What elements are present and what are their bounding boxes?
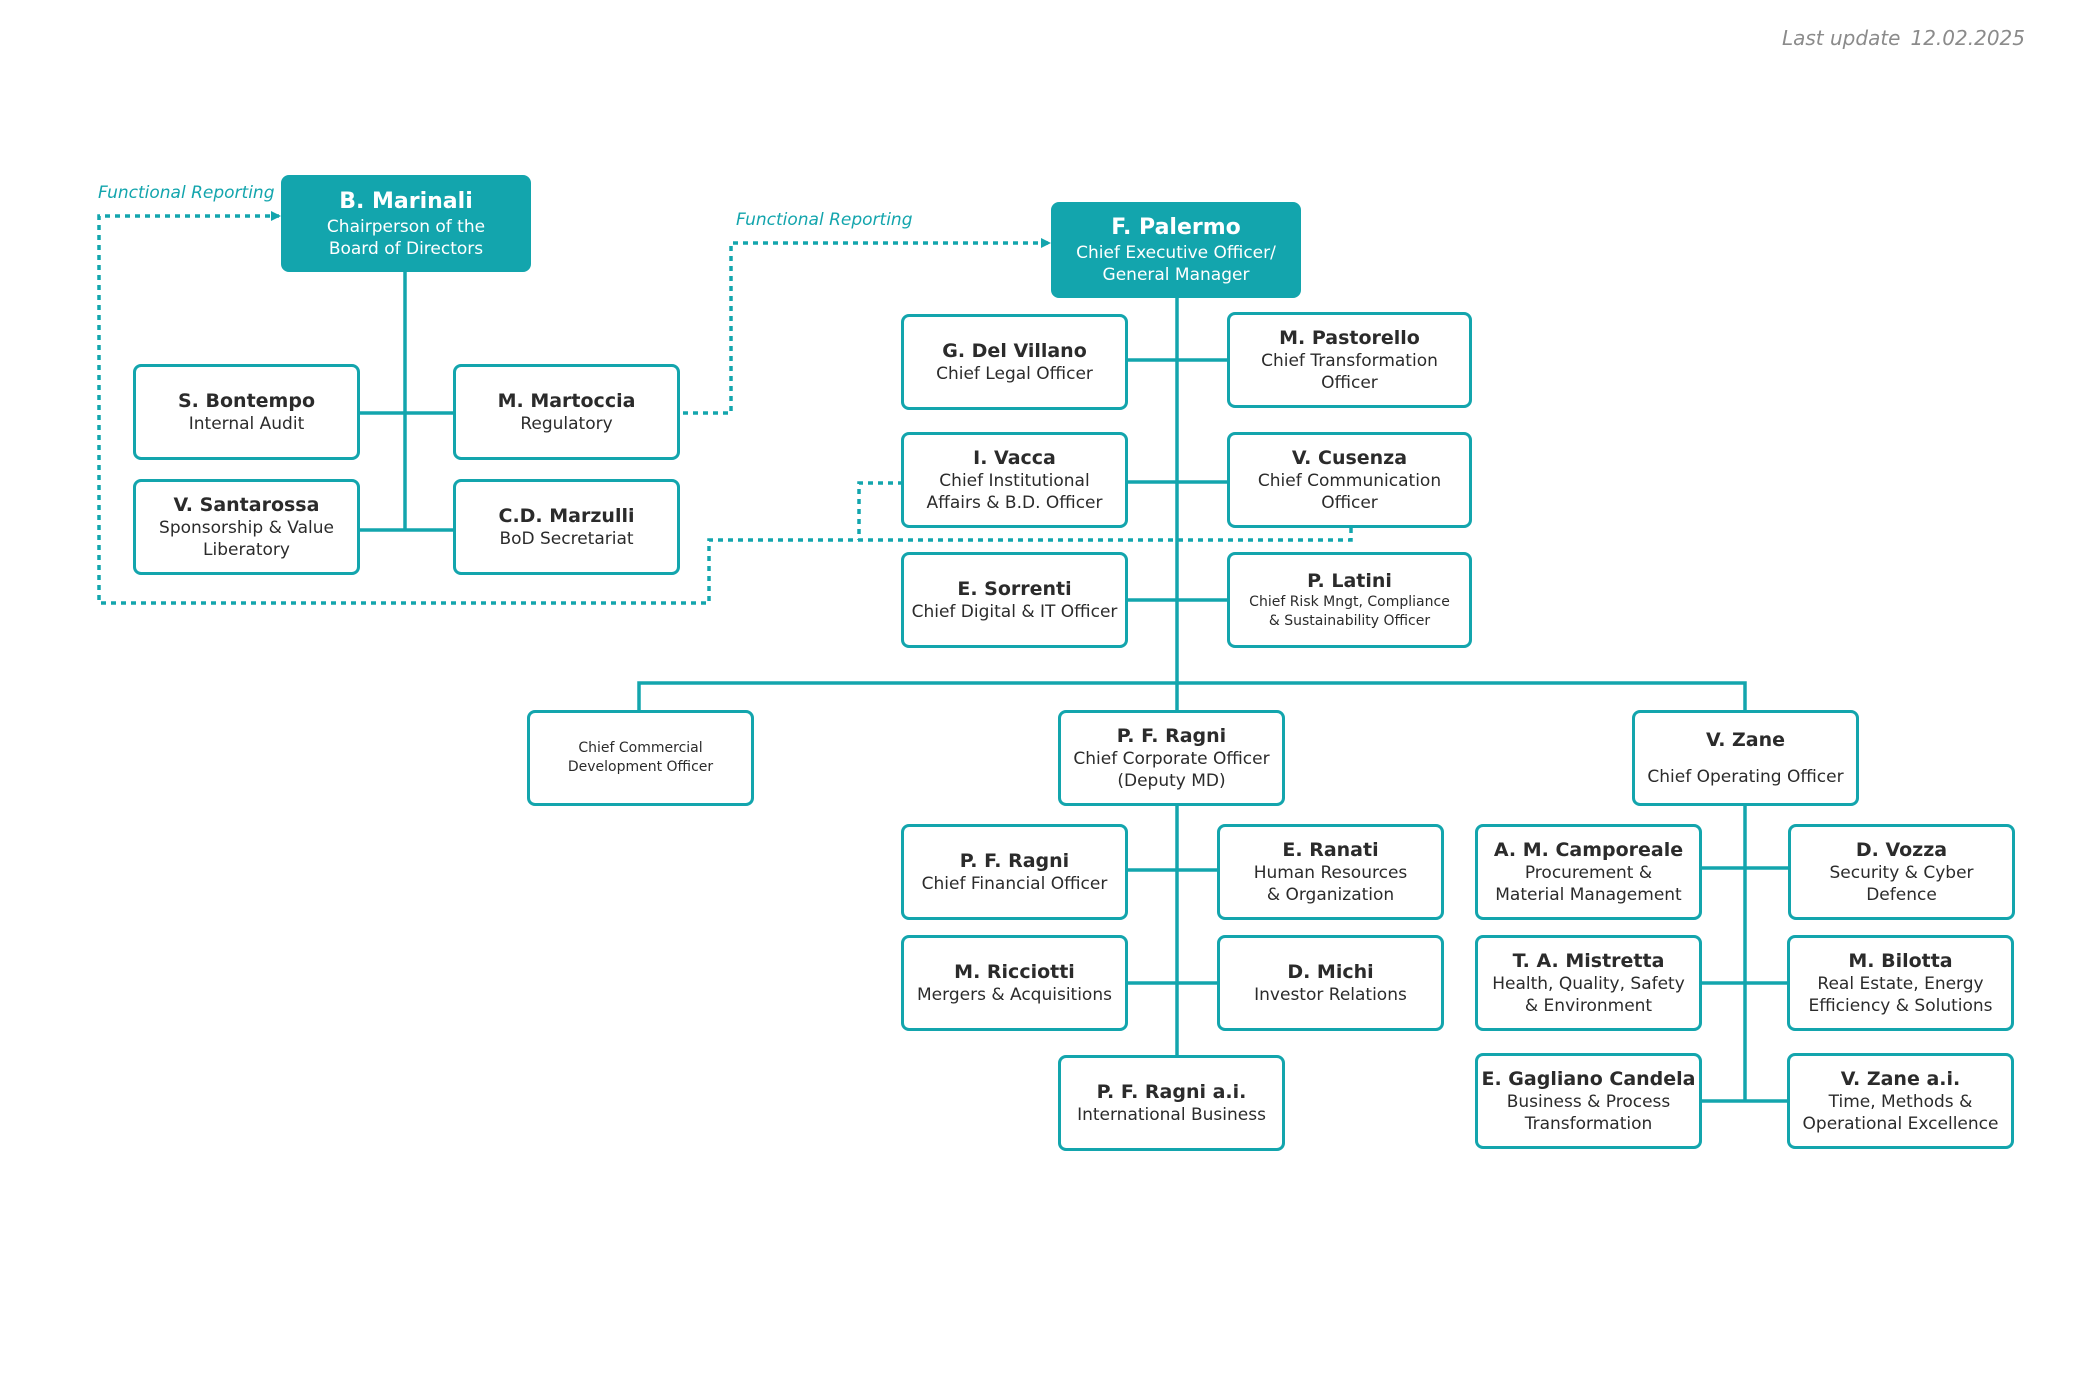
node-role: Chief Communication Officer bbox=[1257, 471, 1442, 513]
node-name: M. Bilotta bbox=[1848, 950, 1953, 972]
node-role: International Business bbox=[1077, 1105, 1266, 1125]
functional-reporting-line-vacca bbox=[857, 481, 903, 540]
node-name: P. F. Ragni bbox=[959, 850, 1070, 872]
org-node-palermo[interactable]: F. Palermo Chief Executive Officer/ Gene… bbox=[1051, 202, 1301, 298]
node-name: V. Zane bbox=[1705, 729, 1786, 751]
node-name: V. Cusenza bbox=[1291, 447, 1408, 469]
org-node-zane-ai[interactable]: V. Zane a.i. Time, Methods & Operational… bbox=[1787, 1053, 2014, 1149]
node-role: Chief Risk Mngt, Compliance & Sustainabi… bbox=[1249, 594, 1450, 629]
node-role: Health, Quality, Safety & Environment bbox=[1492, 974, 1685, 1016]
functional-reporting-label: Functional Reporting bbox=[98, 183, 275, 203]
org-node-delvillano[interactable]: G. Del Villano Chief Legal Officer bbox=[901, 314, 1128, 410]
level2-bus-line bbox=[637, 681, 1747, 712]
node-role: Chief Executive Officer/ General Manager bbox=[1076, 243, 1276, 285]
node-role: Chief Institutional Affairs & B.D. Offic… bbox=[926, 471, 1103, 513]
node-name: A. M. Camporeale bbox=[1493, 839, 1684, 861]
org-node-cusenza[interactable]: V. Cusenza Chief Communication Officer bbox=[1227, 432, 1472, 528]
node-role: Chief Digital & IT Officer bbox=[911, 602, 1118, 622]
org-node-gagliano[interactable]: E. Gagliano Candela Business & Process T… bbox=[1475, 1053, 1702, 1149]
org-node-zane[interactable]: V. Zane Chief Operating Officer bbox=[1632, 710, 1859, 806]
org-node-latini[interactable]: P. Latini Chief Risk Mngt, Compliance & … bbox=[1227, 552, 1472, 648]
node-role: Mergers & Acquisitions bbox=[917, 985, 1112, 1005]
node-name: M. Pastorello bbox=[1279, 327, 1420, 349]
node-name: M. Martoccia bbox=[497, 390, 636, 412]
org-node-vacca[interactable]: I. Vacca Chief Institutional Affairs & B… bbox=[901, 432, 1128, 528]
node-name: E. Ranati bbox=[1282, 839, 1379, 861]
node-name: P. F. Ragni bbox=[1116, 725, 1227, 747]
node-name: T. A. Mistretta bbox=[1512, 950, 1665, 972]
org-node-marzulli[interactable]: C.D. Marzulli BoD Secretariat bbox=[453, 479, 680, 575]
node-role: Investor Relations bbox=[1254, 985, 1407, 1005]
org-node-martoccia[interactable]: M. Martoccia Regulatory bbox=[453, 364, 680, 460]
org-node-cco[interactable]: Chief Commercial Development Officer bbox=[527, 710, 754, 806]
last-update-label: Last update bbox=[1781, 26, 1901, 50]
functional-reporting-label: Functional Reporting bbox=[736, 210, 913, 230]
node-role: Chairperson of the Board of Directors bbox=[326, 216, 486, 259]
org-node-bilotta[interactable]: M. Bilotta Real Estate, Energy Efficienc… bbox=[1787, 935, 2014, 1031]
org-node-santarossa[interactable]: V. Santarossa Sponsorship & Value Libera… bbox=[133, 479, 360, 575]
node-role: Sponsorship & Value Liberatory bbox=[159, 518, 334, 560]
node-role: Time, Methods & Operational Excellence bbox=[1802, 1092, 1999, 1134]
node-name: V. Zane a.i. bbox=[1840, 1068, 1961, 1090]
node-name: I. Vacca bbox=[973, 447, 1056, 469]
node-role: Procurement & Material Management bbox=[1495, 863, 1682, 905]
org-node-vozza[interactable]: D. Vozza Security & Cyber Defence bbox=[1788, 824, 2015, 920]
org-node-michi[interactable]: D. Michi Investor Relations bbox=[1217, 935, 1444, 1031]
node-name: E. Sorrenti bbox=[957, 578, 1072, 600]
functional-reporting-line-ceo bbox=[683, 238, 1051, 415]
node-role: Regulatory bbox=[520, 414, 613, 434]
last-update: Last update 12.02.2025 bbox=[1782, 26, 2025, 50]
node-role: Chief Transformation Officer bbox=[1261, 351, 1438, 393]
node-name: G. Del Villano bbox=[942, 340, 1087, 362]
org-node-mistretta[interactable]: T. A. Mistretta Health, Quality, Safety … bbox=[1475, 935, 1702, 1031]
org-node-ragni-cfo[interactable]: P. F. Ragni Chief Financial Officer bbox=[901, 824, 1128, 920]
org-node-bontempo[interactable]: S. Bontempo Internal Audit bbox=[133, 364, 360, 460]
node-role: Chief Corporate Officer (Deputy MD) bbox=[1073, 749, 1270, 791]
node-name: C.D. Marzulli bbox=[498, 505, 635, 527]
last-update-date: 12.02.2025 bbox=[1910, 26, 2025, 50]
node-name: E. Gagliano Candela bbox=[1481, 1068, 1696, 1090]
org-node-sorrenti[interactable]: E. Sorrenti Chief Digital & IT Officer bbox=[901, 552, 1128, 648]
node-role: Chief Commercial Development Officer bbox=[567, 740, 714, 775]
node-role: Internal Audit bbox=[188, 414, 305, 434]
org-node-marinali[interactable]: B. Marinali Chairperson of the Board of … bbox=[281, 175, 531, 272]
org-node-ranati[interactable]: E. Ranati Human Resources & Organization bbox=[1217, 824, 1444, 920]
node-role: Chief Operating Officer bbox=[1647, 767, 1844, 787]
node-role: Business & Process Transformation bbox=[1506, 1092, 1671, 1134]
node-name: P. Latini bbox=[1307, 570, 1392, 592]
org-node-camporeale[interactable]: A. M. Camporeale Procurement & Material … bbox=[1475, 824, 1702, 920]
node-name: S. Bontempo bbox=[178, 390, 315, 412]
node-name: B. Marinali bbox=[339, 188, 473, 214]
node-role: Chief Legal Officer bbox=[936, 364, 1093, 384]
org-node-ricciotti[interactable]: M. Ricciotti Mergers & Acquisitions bbox=[901, 935, 1128, 1031]
node-role: Security & Cyber Defence bbox=[1829, 863, 1974, 905]
node-role: Chief Financial Officer bbox=[921, 874, 1108, 894]
node-name: V. Santarossa bbox=[173, 494, 320, 516]
functional-reporting-line-chair bbox=[97, 211, 1353, 605]
node-name: F. Palermo bbox=[1111, 215, 1241, 240]
node-name: D. Michi bbox=[1287, 961, 1374, 983]
org-node-ragni-ai[interactable]: P. F. Ragni a.i. International Business bbox=[1058, 1055, 1285, 1151]
node-role: BoD Secretariat bbox=[499, 529, 634, 549]
node-role: Real Estate, Energy Efficiency & Solutio… bbox=[1808, 974, 1993, 1016]
node-name: M. Ricciotti bbox=[954, 961, 1075, 983]
org-node-ragni[interactable]: P. F. Ragni Chief Corporate Officer (Dep… bbox=[1058, 710, 1285, 806]
node-role: Human Resources & Organization bbox=[1253, 863, 1408, 905]
node-name: P. F. Ragni a.i. bbox=[1096, 1081, 1247, 1103]
org-node-pastorello[interactable]: M. Pastorello Chief Transformation Offic… bbox=[1227, 312, 1472, 408]
node-name: D. Vozza bbox=[1855, 839, 1948, 861]
